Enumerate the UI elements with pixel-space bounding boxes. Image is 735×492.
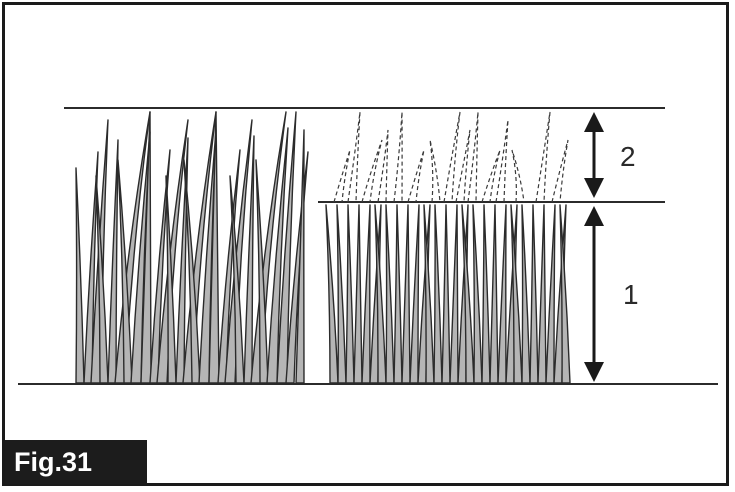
clipped-grass-tip xyxy=(347,111,361,203)
cut-grass-blade xyxy=(423,204,435,384)
callout-label-1: 1 xyxy=(623,279,639,310)
clipped-grass-tip xyxy=(429,139,441,203)
uncut-grass-blade xyxy=(107,139,119,384)
uncut-grass-blade xyxy=(295,129,305,384)
uncut-grass-blade xyxy=(217,149,241,384)
uncut-grass-blade xyxy=(229,175,245,384)
uncut-grass-blade xyxy=(266,127,289,384)
cut-grass-blade xyxy=(353,204,363,384)
cut-grass-blade xyxy=(325,204,339,384)
clipped-grass-tip xyxy=(511,149,525,203)
clipped-grass-tip xyxy=(495,119,509,203)
clipped-grass-tip xyxy=(455,129,471,203)
clipped-grass-tip xyxy=(551,139,569,203)
cut-grass-blade xyxy=(559,204,571,384)
cut-grass-blade xyxy=(461,204,475,384)
cut-grass-blade xyxy=(441,204,451,384)
dimension-arrow-1 xyxy=(584,206,604,382)
cut-grass xyxy=(325,204,571,384)
cut-grass-blade xyxy=(385,204,395,384)
uncut-grass xyxy=(75,111,309,384)
uncut-grass-blade xyxy=(140,111,152,384)
cut-grass-blade xyxy=(401,204,411,384)
clipped-grass-tip xyxy=(407,149,425,203)
callout-label-2: 2 xyxy=(620,141,636,172)
cut-grass-blade xyxy=(510,204,523,384)
cut-grass-blade xyxy=(537,204,547,384)
uncut-grass-blade xyxy=(165,175,177,384)
clipped-grass-tip xyxy=(443,111,461,203)
clipped-grass-tip xyxy=(361,139,383,203)
uncut-grass-blade xyxy=(75,167,85,384)
uncut-grass-blade xyxy=(83,151,99,384)
figure-label: Fig.31 xyxy=(5,440,147,484)
uncut-grass-blade xyxy=(208,111,220,384)
cut-grass-blade xyxy=(393,204,403,384)
clipped-grass-tip xyxy=(333,149,351,203)
clipped-grass-tip xyxy=(535,111,551,203)
cut-grass-blade xyxy=(336,204,347,384)
cut-grass-blade xyxy=(361,204,371,384)
uncut-grass-blade xyxy=(149,149,171,384)
dimension-arrow-2 xyxy=(584,112,604,198)
uncut-grass-blade xyxy=(255,159,269,384)
cut-grass-blade xyxy=(472,204,483,384)
cut-grass-blade xyxy=(529,204,539,384)
cut-grass-blade xyxy=(481,204,491,384)
cut-grass-blade xyxy=(433,204,443,384)
uncut-grass-blade xyxy=(243,135,255,384)
uncut-grass-blade xyxy=(183,159,201,384)
cut-grass-blade xyxy=(521,204,531,384)
uncut-grass-blade xyxy=(95,175,109,384)
cut-grass-blade xyxy=(489,204,499,384)
cut-grass-blade xyxy=(374,204,387,384)
clipped-grass-tips xyxy=(333,111,569,203)
clipped-grass-tip xyxy=(377,129,389,203)
cut-grass-blade xyxy=(545,204,556,384)
clipped-grass-tip xyxy=(467,111,479,203)
cut-grass-blade xyxy=(497,204,507,384)
uncut-grass-blade xyxy=(175,137,189,384)
cut-grass-blade xyxy=(409,204,420,384)
uncut-grass-blade xyxy=(117,159,133,384)
cut-grass-blade xyxy=(449,204,459,384)
clipped-grass-tip xyxy=(481,149,501,203)
cut-grass-blade xyxy=(345,204,355,384)
uncut-grass-blade xyxy=(276,111,297,384)
clipped-grass-tip xyxy=(393,111,403,203)
